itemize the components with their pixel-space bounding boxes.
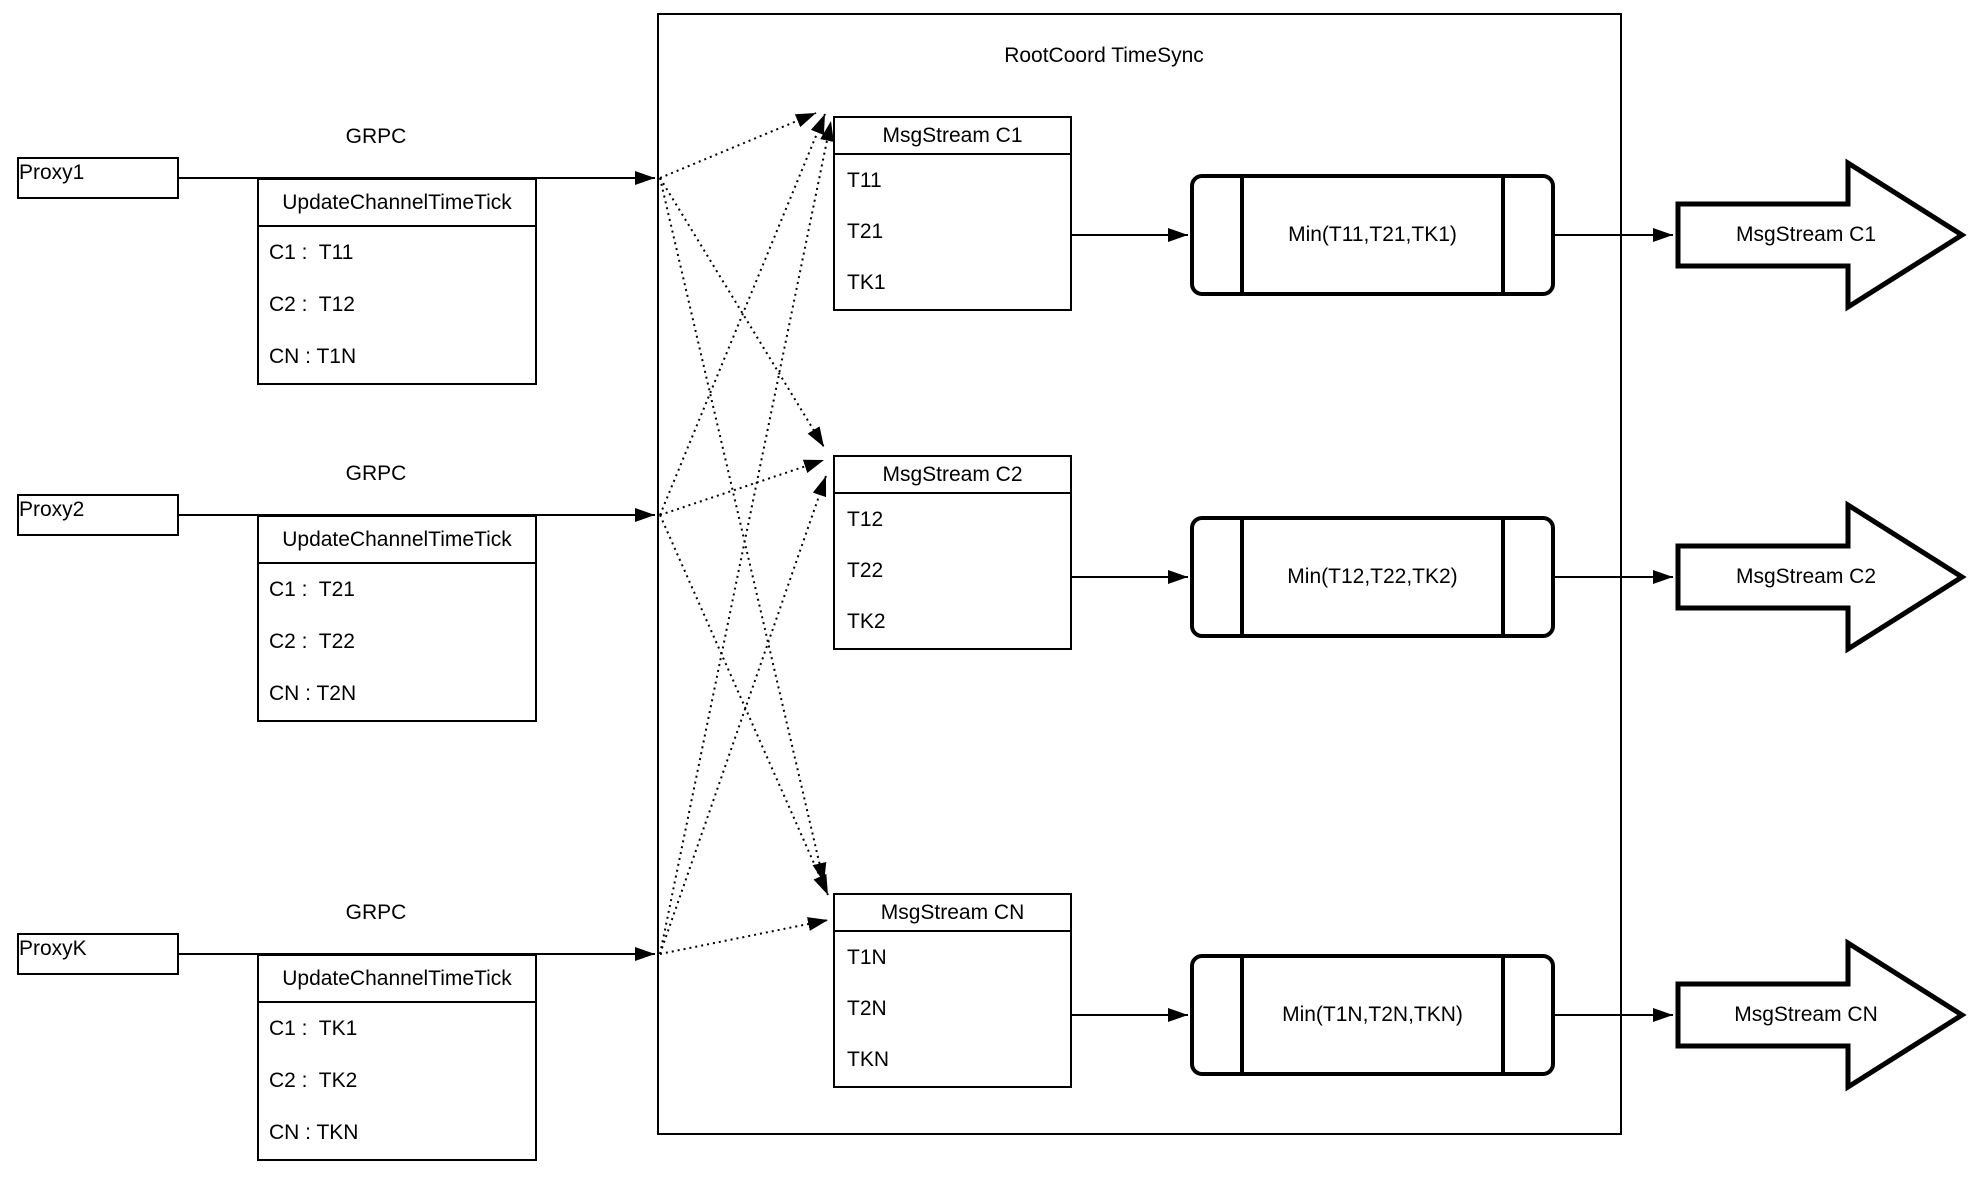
table-row: C1 : T21	[269, 578, 355, 601]
table-row: T11	[847, 168, 882, 192]
proxy2-grpc-label: GRPC	[345, 462, 407, 485]
proxy1-label: Proxy1	[19, 161, 85, 184]
table-row: CN : TKN	[269, 1121, 359, 1144]
proxyk-to-msgstream-c1-line	[659, 120, 834, 955]
proxyk-to-msgstream-c2-line	[659, 475, 827, 955]
proxyk-label: ProxyK	[19, 937, 87, 960]
table-row: T12	[847, 507, 884, 531]
table-header: MsgStream C1	[835, 118, 1070, 155]
msgstream-c2-output-arrow-shape	[1675, 500, 1967, 654]
proxy2-label: Proxy2	[19, 498, 85, 521]
proxy1-to-msgstream-c1-line	[659, 112, 817, 179]
table-header: UpdateChannelTimeTick	[259, 517, 535, 564]
table-row: TK1	[847, 271, 886, 295]
table-row: TKN	[847, 1048, 889, 1072]
msgstream-c1-output-arrow-shape	[1675, 158, 1967, 312]
c1-min-operator-box: Min(T11,T21,TK1)	[1190, 174, 1555, 296]
c2-min-label: Min(T12,T22,TK2)	[1287, 565, 1458, 588]
divider	[1501, 178, 1505, 292]
table-row: T2N	[847, 996, 887, 1020]
table-header: UpdateChannelTimeTick	[259, 180, 535, 227]
c1-min-label: Min(T11,T21,TK1)	[1288, 223, 1457, 246]
table-row: T22	[847, 558, 884, 582]
rootcoord-timesync-title: RootCoord TimeSync	[1004, 44, 1204, 67]
table-row: C1 : TK1	[269, 1017, 358, 1040]
divider	[1240, 958, 1244, 1072]
msgstream-c2-table: MsgStream C2 T12 T22 TK2	[833, 455, 1072, 650]
table-row: C1 : T11	[269, 241, 354, 264]
proxyk-update-channel-timetick-table: UpdateChannelTimeTick C1 : TK1 C2 : TK2 …	[257, 954, 537, 1161]
rootcoord-timesync-box	[657, 13, 1622, 1135]
proxy1-grpc-label: GRPC	[345, 125, 407, 148]
proxy2-box: Proxy2	[17, 494, 179, 536]
c2-min-operator-box: Min(T12,T22,TK2)	[1190, 516, 1555, 638]
proxy2-to-msgstream-c1-line	[659, 113, 826, 516]
cn-min-label: Min(T1N,T2N,TKN)	[1282, 1003, 1463, 1026]
msgstream-cn-output-arrow-shape	[1675, 938, 1967, 1092]
table-row: C2 : T22	[269, 630, 355, 653]
table-row: CN : T1N	[269, 345, 357, 368]
divider	[1240, 178, 1244, 292]
table-row: TK2	[847, 610, 886, 634]
proxy1-update-channel-timetick-table: UpdateChannelTimeTick C1 : T11 C2 : T12 …	[257, 178, 537, 385]
msgstream-c1-table: MsgStream C1 T11 T21 TK1	[833, 116, 1072, 311]
proxy1-box: Proxy1	[17, 157, 179, 199]
cn-min-operator-box: Min(T1N,T2N,TKN)	[1190, 954, 1555, 1076]
table-row: C2 : T12	[269, 293, 355, 316]
timetick-dispatch-lines	[659, 112, 834, 955]
table-to-min-lines	[1072, 228, 1188, 1022]
table-row: C2 : TK2	[269, 1069, 358, 1092]
table-row: T1N	[847, 945, 887, 969]
output-block-arrows	[1675, 158, 1967, 1092]
table-header: UpdateChannelTimeTick	[259, 956, 535, 1003]
msgstream-c2-output-label: MsgStream C2	[1735, 565, 1877, 588]
min-to-output-lines	[1555, 228, 1673, 1022]
table-header: MsgStream CN	[835, 895, 1070, 932]
msgstream-cn-output-label: MsgStream CN	[1734, 1003, 1878, 1026]
table-row: CN : T2N	[269, 682, 357, 705]
proxy2-update-channel-timetick-table: UpdateChannelTimeTick C1 : T21 C2 : T22 …	[257, 515, 537, 722]
proxy2-to-msgstream-c2-line	[659, 459, 825, 516]
proxy1-to-msgstream-c2-line	[659, 177, 825, 448]
proxyk-to-msgstream-cn-line	[659, 917, 829, 955]
table-row: T21	[847, 219, 884, 243]
msgstream-cn-table: MsgStream CN T1N T2N TKN	[833, 893, 1072, 1088]
table-header: MsgStream C2	[835, 457, 1070, 494]
divider	[1501, 958, 1505, 1072]
divider	[1501, 520, 1505, 634]
proxy1-to-msgstream-cn-line	[659, 177, 827, 884]
proxyk-grpc-label: GRPC	[345, 901, 407, 924]
divider	[1240, 520, 1244, 634]
msgstream-c1-output-label: MsgStream C1	[1735, 223, 1877, 246]
proxyk-box: ProxyK	[17, 933, 179, 975]
